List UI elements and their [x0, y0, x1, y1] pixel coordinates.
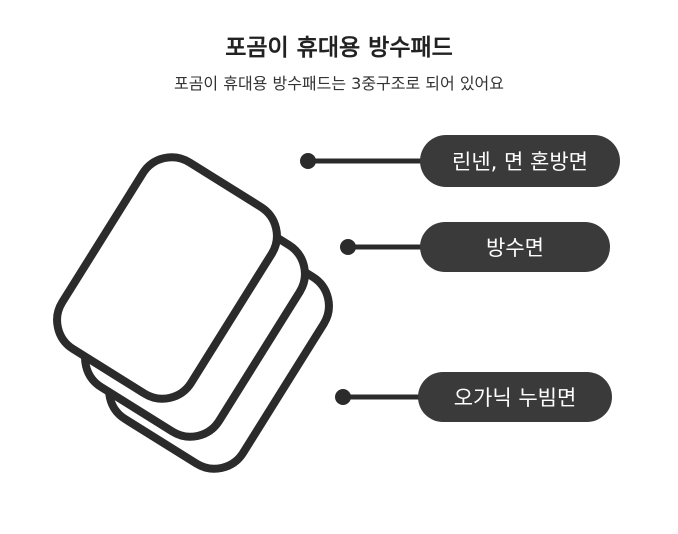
leader-dot-2 [340, 239, 356, 255]
leader-dot-3 [335, 389, 351, 405]
layer-label-organic-quilted: 오가닉 누빔면 [418, 372, 612, 422]
pad-layer-top [53, 153, 281, 403]
page-title: 포곰이 휴대용 방수패드 [225, 35, 453, 61]
leader-dot-1 [300, 153, 316, 169]
page-subtitle: 포곰이 휴대용 방수패드는 3중구조로 되어 있어요 [173, 74, 504, 93]
layer-label-waterproof: 방수면 [420, 222, 610, 272]
layer-label-linen-cotton: 린넨, 면 혼방면 [420, 135, 620, 187]
